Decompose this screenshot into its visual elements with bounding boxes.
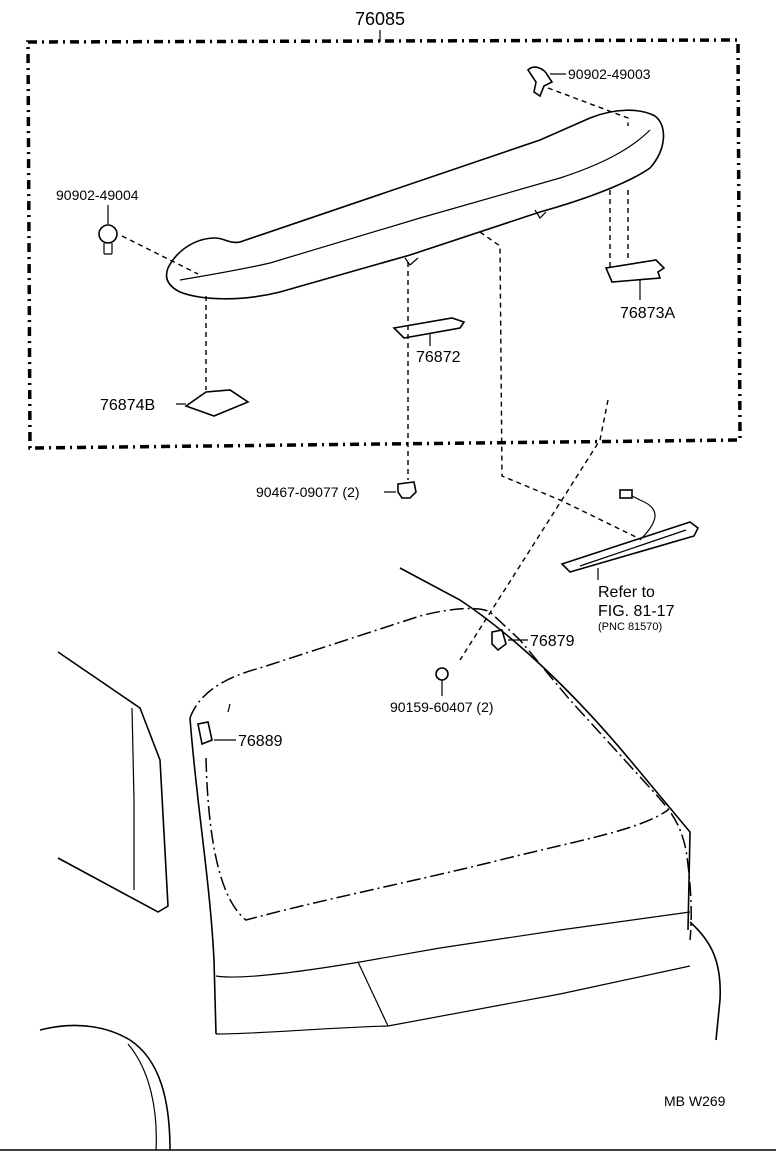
rear-spoiler xyxy=(165,109,665,300)
part-label-90467-09077: 90467-09077 (2) xyxy=(256,484,360,500)
high-mount-stop-lamp xyxy=(560,489,700,580)
clip-76879 xyxy=(491,629,528,652)
assembly-76085-boundary xyxy=(26,30,742,450)
pad-76874B xyxy=(176,389,250,417)
part-label-90159-60407: 90159-60407 (2) xyxy=(390,699,494,715)
reference-line-3: (PNC 81570) xyxy=(598,621,662,633)
part-label-76874B: 76874B xyxy=(100,397,155,414)
reference-line-1: Refer to xyxy=(598,584,655,601)
pad-76873A xyxy=(604,259,666,300)
part-label-90902-49003: 90902-49003 xyxy=(568,66,651,82)
part-label-76879: 76879 xyxy=(530,633,575,650)
stopper-90902-49004 xyxy=(98,224,118,255)
clip-76889 xyxy=(197,721,236,746)
part-label-76873A: 76873A xyxy=(620,305,675,322)
part-label-90902-49004: 90902-49004 xyxy=(56,187,139,203)
bracket-76872 xyxy=(392,317,466,346)
screw-90159-60407 xyxy=(435,667,449,696)
diagram-code: MB W269 xyxy=(664,1093,726,1109)
reference-line-2: FIG. 81-17 xyxy=(598,603,675,620)
clip-90467-09077 xyxy=(384,481,417,499)
clip-90902-49003 xyxy=(526,66,566,98)
part-label-76889: 76889 xyxy=(238,733,283,750)
part-label-76872: 76872 xyxy=(416,349,461,366)
vehicle-rear-body xyxy=(39,567,721,1151)
assembly-number-label: 76085 xyxy=(355,9,405,29)
